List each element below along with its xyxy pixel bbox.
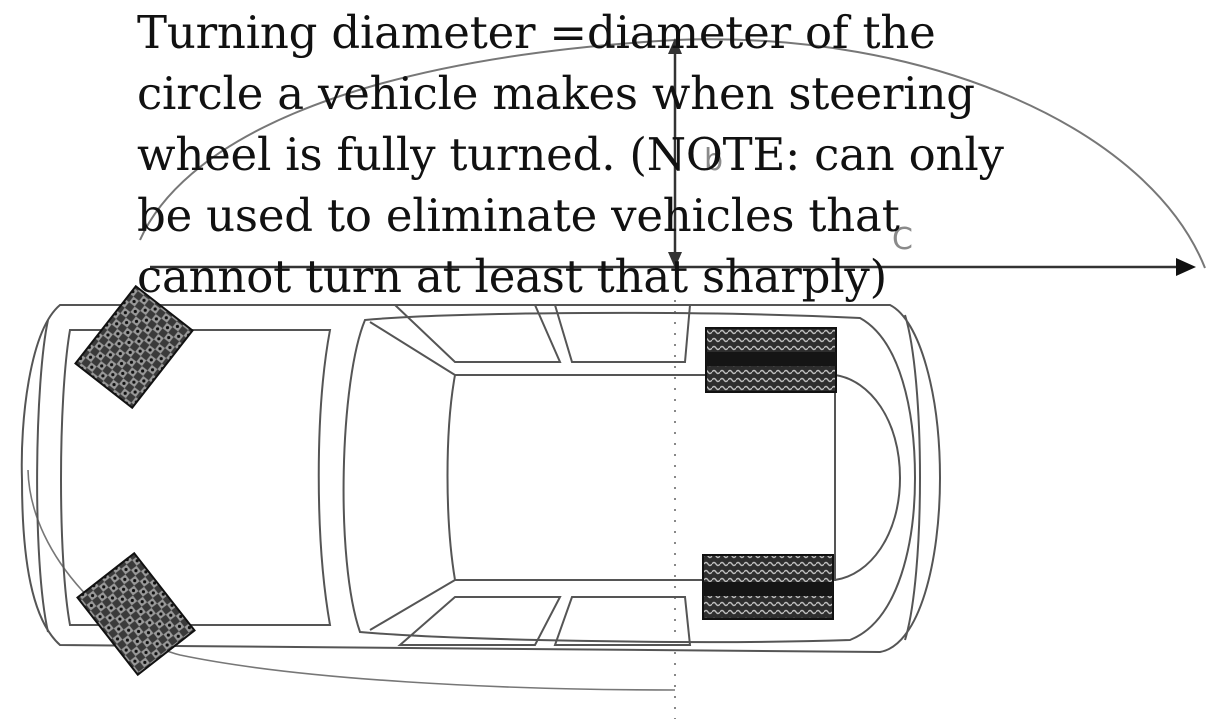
caption-text: Turning diameter =diameter of the circle… [137, 2, 1004, 307]
arrowhead-up-icon [668, 38, 682, 54]
arrowhead-right-icon [1176, 258, 1196, 276]
dimension-label-b: b [704, 143, 723, 178]
caption-line: cannot turn at least that sharply) [137, 250, 887, 303]
arrowhead-down-icon [668, 252, 682, 268]
caption-line: Turning diameter =diameter of the [137, 6, 936, 59]
rear-left-wheel-stripe [706, 352, 836, 366]
car-body [20, 304, 942, 654]
caption-line: circle a vehicle makes when steering [137, 67, 975, 120]
dimension-label-c: C [892, 222, 913, 257]
front-left-wheel [74, 284, 194, 410]
caption-line: wheel is fully turned. (NOTE: can only [137, 128, 1004, 181]
caption-line: be used to eliminate vehicles that [137, 189, 900, 242]
turning-circle-arc-lower [27, 469, 676, 691]
front-right-wheel [76, 551, 196, 677]
rear-right-wheel-stripe [703, 582, 833, 596]
